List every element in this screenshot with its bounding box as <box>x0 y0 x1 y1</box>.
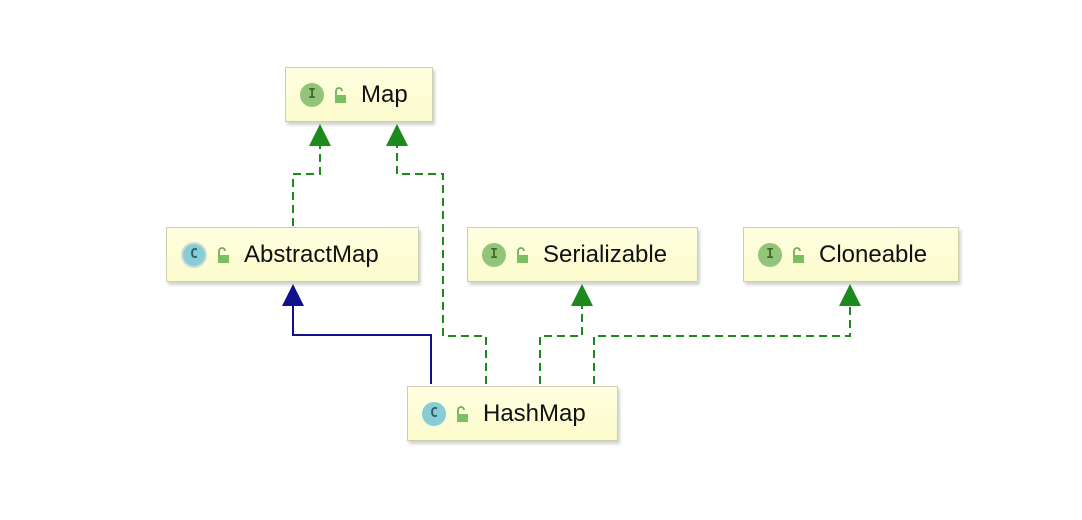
edge-abstractmap-implements-map <box>292 145 321 226</box>
node-label: AbstractMap <box>244 240 379 268</box>
arrowhead-serializable <box>571 284 593 306</box>
unlocked-padlock-icon <box>335 86 346 103</box>
node-label: HashMap <box>483 399 586 427</box>
edge-hashmap-extends-abstractmap <box>292 305 432 384</box>
edge-hashmap-implements-map <box>396 145 487 384</box>
class-badge-icon: C <box>422 401 446 426</box>
unlocked-padlock-icon <box>793 246 804 263</box>
node-hashmap[interactable]: C HashMap <box>407 386 618 441</box>
node-label: Map <box>361 80 408 108</box>
node-serializable[interactable]: I Serializable <box>467 227 698 282</box>
node-cloneable[interactable]: I Cloneable <box>743 227 959 282</box>
node-label: Cloneable <box>819 240 928 268</box>
interface-badge-icon: I <box>758 242 782 267</box>
node-map[interactable]: I Map <box>285 67 433 122</box>
arrowhead-map-right <box>386 124 408 146</box>
arrowhead-cloneable <box>839 284 861 306</box>
arrowhead-abstractmap <box>282 284 304 306</box>
edge-hashmap-implements-serializable <box>539 305 583 384</box>
abstract-class-badge-icon: C <box>181 241 207 268</box>
node-abstractmap[interactable]: C AbstractMap <box>166 227 419 282</box>
unlocked-padlock-icon <box>517 246 528 263</box>
node-label: Serializable <box>543 240 668 268</box>
unlocked-padlock-icon <box>218 246 229 263</box>
edge-hashmap-implements-cloneable <box>593 305 851 384</box>
unlocked-padlock-icon <box>457 405 468 422</box>
interface-badge-icon: I <box>482 242 506 267</box>
arrowhead-map-left <box>309 124 331 146</box>
interface-badge-icon: I <box>300 82 324 107</box>
